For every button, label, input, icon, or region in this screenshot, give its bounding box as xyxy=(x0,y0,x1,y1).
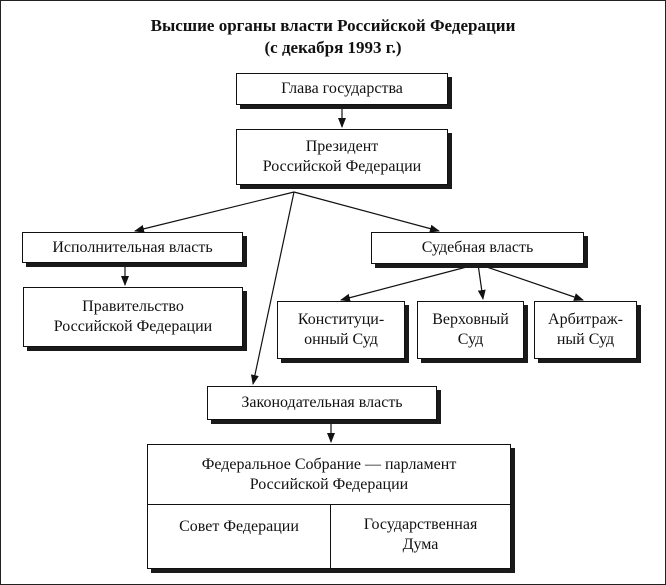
node-arbitration-court-line2: ный Суд xyxy=(556,331,615,348)
node-legislative: Законодательная власть xyxy=(207,386,437,420)
chamber-state-duma-line2: Дума xyxy=(402,536,439,553)
node-arbitration-court-line1: Арбитраж- xyxy=(548,311,623,328)
federal-assembly-line2: Российской Федерации xyxy=(249,476,409,493)
node-constitutional-court: Конституци- онный Суд xyxy=(277,301,405,359)
arrow-judicial-to-arbitration xyxy=(477,263,584,301)
node-judicial-label: Судебная власть xyxy=(421,239,534,256)
node-head-of-state: Глава государства xyxy=(236,73,448,105)
node-legislative-label: Законодательная власть xyxy=(241,394,403,411)
arrow-president-to-executive xyxy=(134,191,295,233)
arrow-judicial-to-constitutional xyxy=(340,263,479,302)
federal-assembly-chamber-divider xyxy=(330,504,331,568)
node-executive-label: Исполнительная власть xyxy=(52,238,213,256)
chamber-state-duma-line1: Государственная xyxy=(363,516,478,533)
node-government-line1: Правительство xyxy=(82,298,184,315)
node-arbitration-court: Арбитраж- ный Суд xyxy=(534,301,637,359)
diagram-subtitle: (с декабря 1993 г.) xyxy=(264,38,402,57)
node-president-line1: Президент xyxy=(305,138,379,155)
node-judicial: Судебная власть xyxy=(371,232,584,264)
node-federal-assembly: Федеральное Собрание — парламент Российс… xyxy=(147,444,511,569)
federal-assembly-header: Федеральное Собрание — парламент Российс… xyxy=(148,453,510,497)
node-president: Президент Российской Федерации xyxy=(236,129,448,185)
node-head-of-state-label: Глава государства xyxy=(281,80,403,97)
chamber-federation-council-label: Совет Федерации xyxy=(179,518,299,535)
chamber-federation-council: Совет Федерации xyxy=(148,505,330,549)
node-supreme-court: Верховный Суд xyxy=(417,301,524,359)
node-executive: Исполнительная власть xyxy=(22,232,243,263)
node-supreme-court-line1: Верховный xyxy=(432,311,509,328)
federal-assembly-line1: Федеральное Собрание — парламент xyxy=(201,456,457,473)
node-constitutional-court-line1: Конституци- xyxy=(297,311,385,328)
node-supreme-court-line2: Суд xyxy=(457,331,484,348)
arrow-president-to-judicial xyxy=(293,191,440,233)
node-government-line2: Российской Федерации xyxy=(53,318,213,335)
arrow-president-to-legislative xyxy=(250,191,295,385)
diagram-title: Высшие органы власти Российской Федераци… xyxy=(150,16,516,35)
node-president-line2: Российской Федерации xyxy=(262,158,422,175)
node-constitutional-court-line2: онный Суд xyxy=(304,331,378,348)
federal-assembly-divider xyxy=(148,504,510,505)
arrow-judicial-to-supreme xyxy=(477,263,486,300)
node-government: Правительство Российской Федерации xyxy=(23,287,243,347)
chamber-state-duma: Государственная Дума xyxy=(331,505,510,565)
